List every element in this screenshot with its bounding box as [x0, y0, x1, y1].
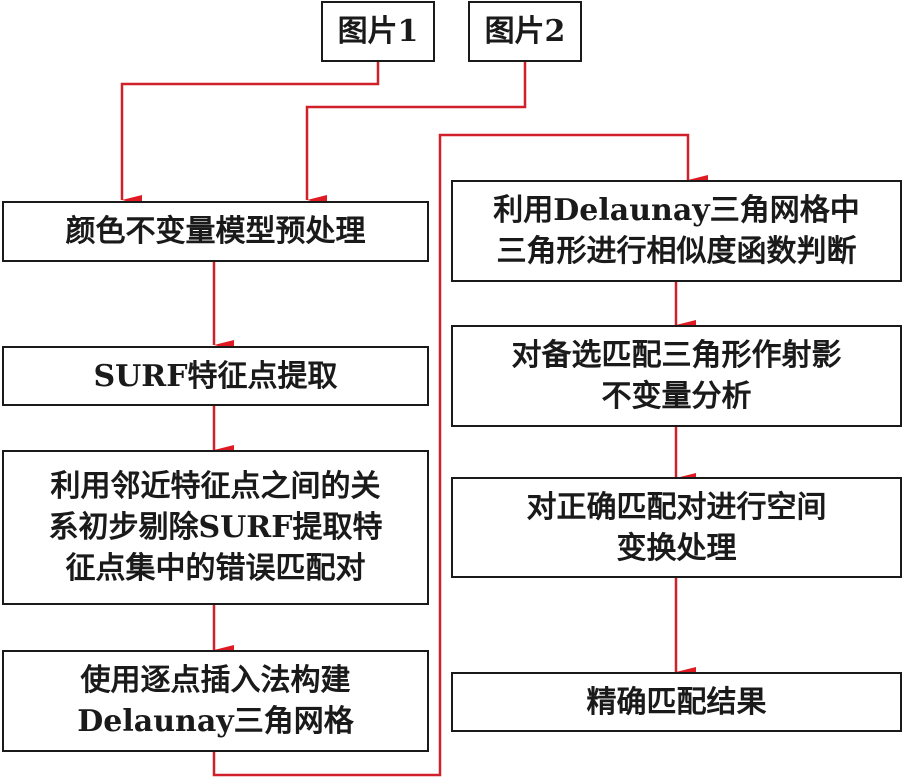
input-image-2: 图片2 [468, 1, 582, 62]
step-triangle-similarity: 利用Delaunay三角网格中 三角形进行相似度函数判断 [451, 180, 902, 282]
edge-img1-to-s1 [120, 62, 380, 205]
input-image-1-label: 图片1 [337, 14, 419, 49]
step-color-invariant-preprocess: 颜色不变量模型预处理 [2, 201, 429, 262]
input-image-2-label: 图片2 [484, 14, 566, 49]
step-surf-extraction: SURF特征点提取 [2, 346, 429, 406]
input-image-1: 图片1 [321, 1, 435, 62]
step-remove-mismatches: 利用邻近特征点之间的关 系初步剔除SURF提取特 征点集中的错误匹配对 [2, 450, 429, 605]
step-projective-invariant: 对备选匹配三角形作射影 不变量分析 [451, 325, 902, 427]
edge-s4-to-s5 [212, 133, 708, 777]
edge-img2-to-s1 [305, 62, 527, 205]
step-spatial-transform: 对正确匹配对进行空间 变换处理 [451, 477, 902, 578]
step-build-delaunay: 使用逐点插入法构建 Delaunay三角网格 [2, 650, 429, 752]
step-final-result: 精确匹配结果 [451, 672, 902, 732]
